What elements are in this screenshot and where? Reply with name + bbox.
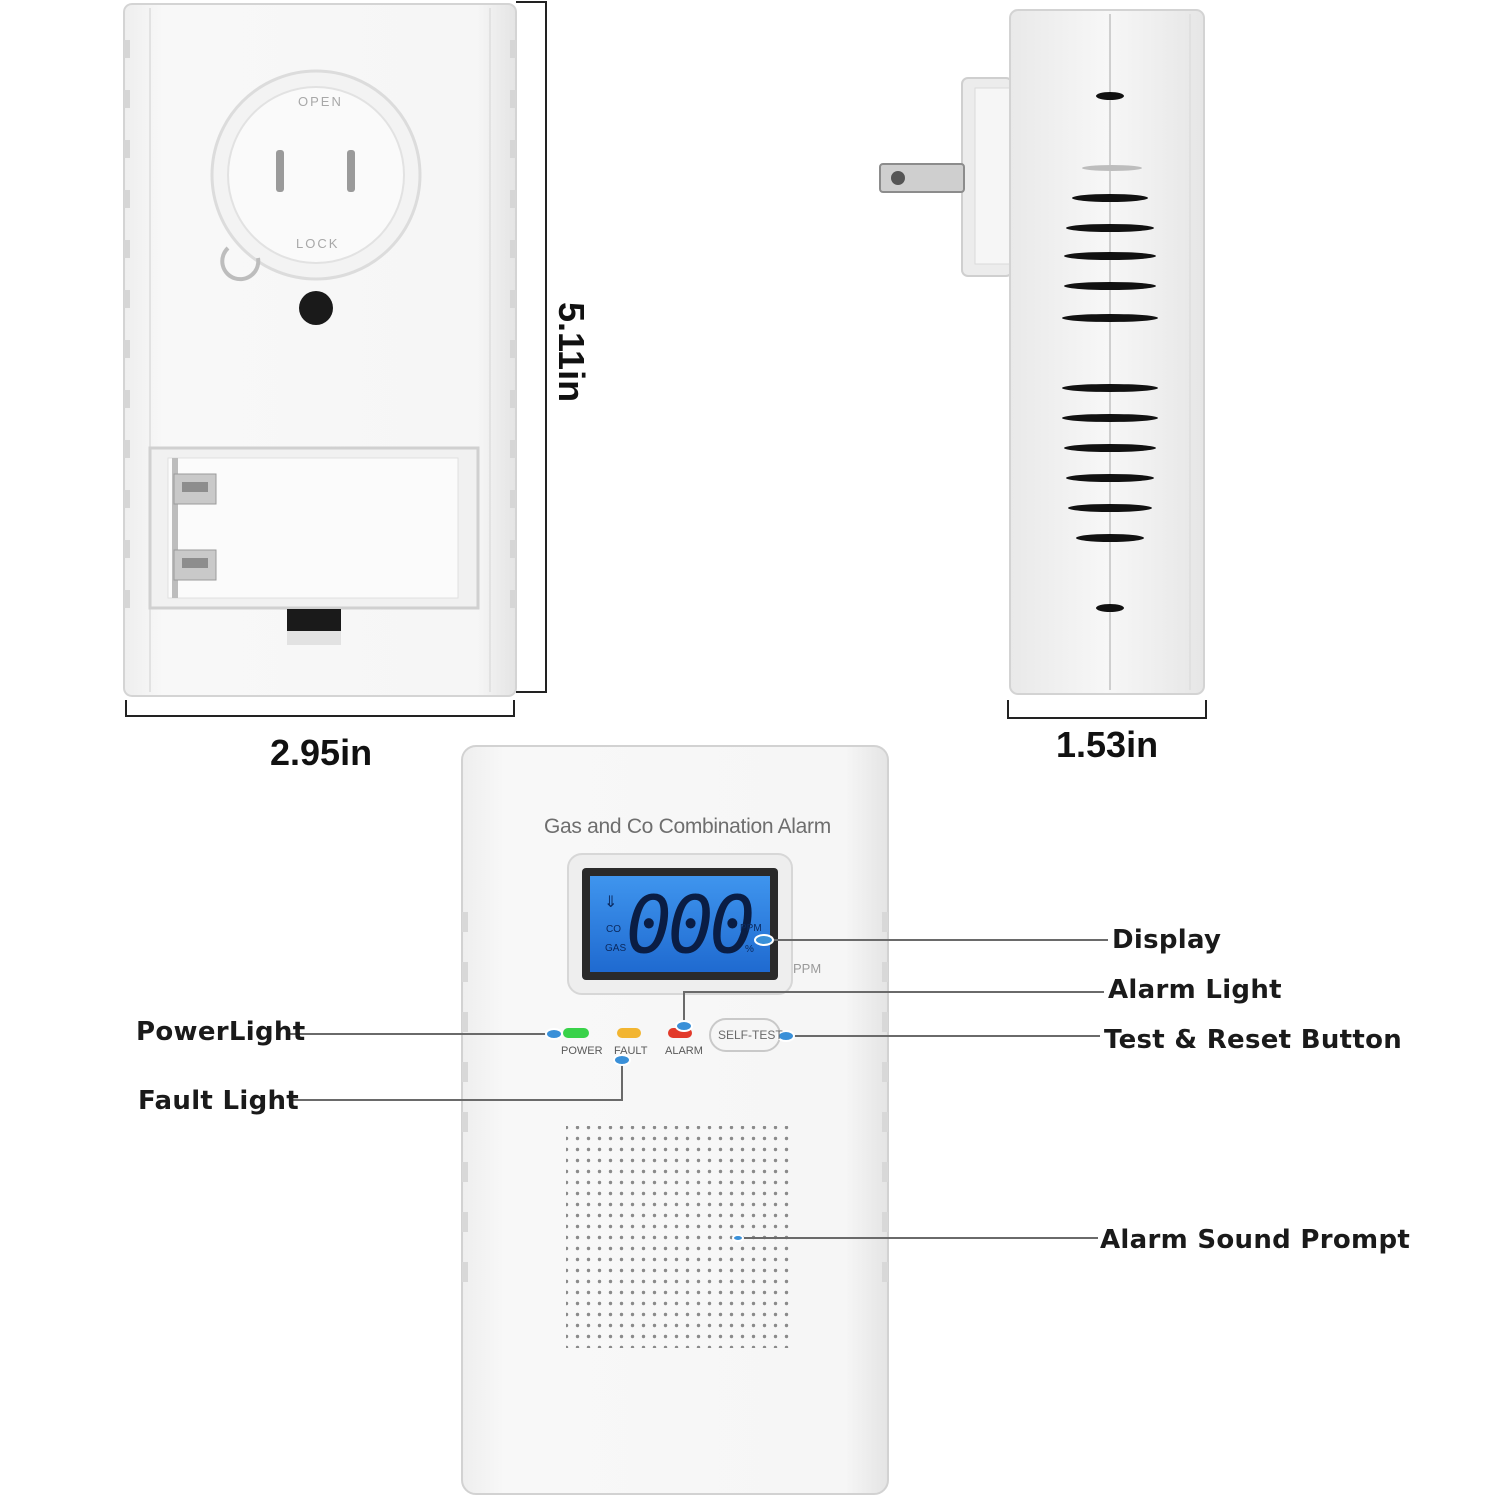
battery-latch-slot xyxy=(287,609,341,631)
callout-fault-light: Fault Light xyxy=(138,1086,300,1116)
callout-alarm-light: Alarm Light xyxy=(1108,975,1282,1005)
lcd-digits: 000 xyxy=(626,877,755,972)
callout-alarm-sound: Alarm Sound Prompt xyxy=(1100,1225,1411,1255)
callout-lines xyxy=(290,939,1108,1239)
side-view xyxy=(879,9,1205,695)
lcd-gas-symbol-icon: ⇓ xyxy=(604,894,618,911)
dimension-line-depth xyxy=(1007,700,1207,719)
side-vents xyxy=(1062,92,1158,612)
power-led-label: POWER xyxy=(561,1045,603,1057)
plug-open-label: OPEN xyxy=(298,94,343,109)
self-test-button[interactable]: SELF-TEST xyxy=(718,1028,783,1042)
plug-prong-left xyxy=(276,150,284,192)
plug-lock-label: LOCK xyxy=(296,236,340,251)
back-view xyxy=(123,3,517,697)
fault-led xyxy=(617,1028,641,1038)
device-title: Gas and Co Combination Alarm xyxy=(544,815,831,838)
mounting-hole xyxy=(299,291,333,325)
dimension-lines-back xyxy=(125,1,547,717)
battery-contact-top xyxy=(173,473,217,505)
front-view xyxy=(461,745,889,1495)
lcd-screen xyxy=(590,876,770,972)
fault-led-label: FAULT xyxy=(614,1045,648,1057)
battery-contact-bottom xyxy=(173,549,217,581)
width-dimension-label: 2.95in xyxy=(270,732,373,773)
callout-dots xyxy=(545,934,795,1242)
depth-dimension-label: 1.53in xyxy=(1056,724,1159,765)
lcd-gas-label: GAS xyxy=(605,943,627,954)
callout-power-light: PowerLight xyxy=(136,1017,306,1047)
plug-prong-side xyxy=(879,163,965,193)
lcd-ppm-label: PPM xyxy=(740,923,762,934)
plug-prong-right xyxy=(347,150,355,192)
power-led xyxy=(563,1028,589,1038)
alarm-led-label: ALARM xyxy=(665,1045,703,1057)
callout-display: Display xyxy=(1112,925,1222,955)
lcd-co-label: CO xyxy=(606,924,621,935)
height-dimension-label: 5.11in xyxy=(551,302,592,403)
callout-test-reset: Test & Reset Button xyxy=(1104,1025,1403,1055)
ppm-outside-label: PPM xyxy=(793,961,822,976)
lcd-percent-label: % xyxy=(745,944,754,955)
